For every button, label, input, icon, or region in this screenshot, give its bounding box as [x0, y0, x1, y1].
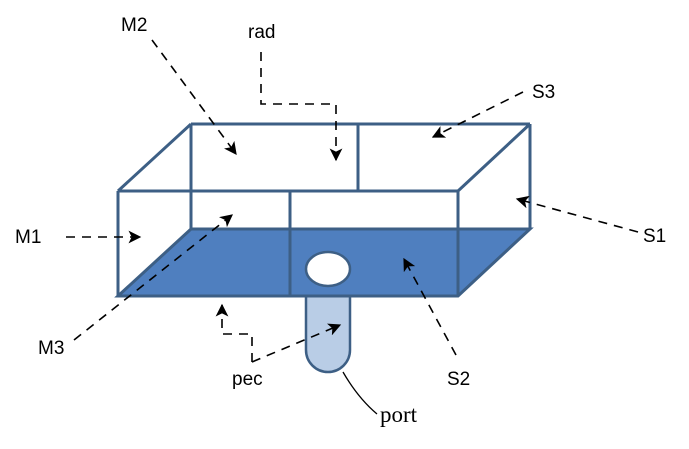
- arrow-s2: [403, 257, 457, 356]
- arrow-rad: [260, 52, 343, 162]
- arrow-s1: [515, 195, 639, 233]
- label-port: port: [380, 402, 418, 427]
- label-m1: M1: [15, 227, 41, 248]
- annotation-arrows: [66, 39, 639, 363]
- label-m3: M3: [38, 338, 64, 359]
- label-pec: pec: [232, 369, 263, 390]
- label-m2: M2: [121, 15, 147, 36]
- label-rad: rad: [248, 22, 275, 43]
- arrow-pec-left: [215, 303, 253, 362]
- port-opening: [304, 250, 352, 288]
- box-wireframe: [116, 122, 532, 298]
- port-tube: [304, 294, 352, 374]
- label-s3: S3: [532, 82, 555, 103]
- label-s2: S2: [447, 369, 470, 390]
- arrow-m2: [151, 39, 237, 156]
- arrow-s3: [431, 91, 524, 138]
- arrow-m3: [73, 214, 234, 341]
- port-leader: [342, 371, 378, 415]
- label-s1: S1: [643, 226, 666, 247]
